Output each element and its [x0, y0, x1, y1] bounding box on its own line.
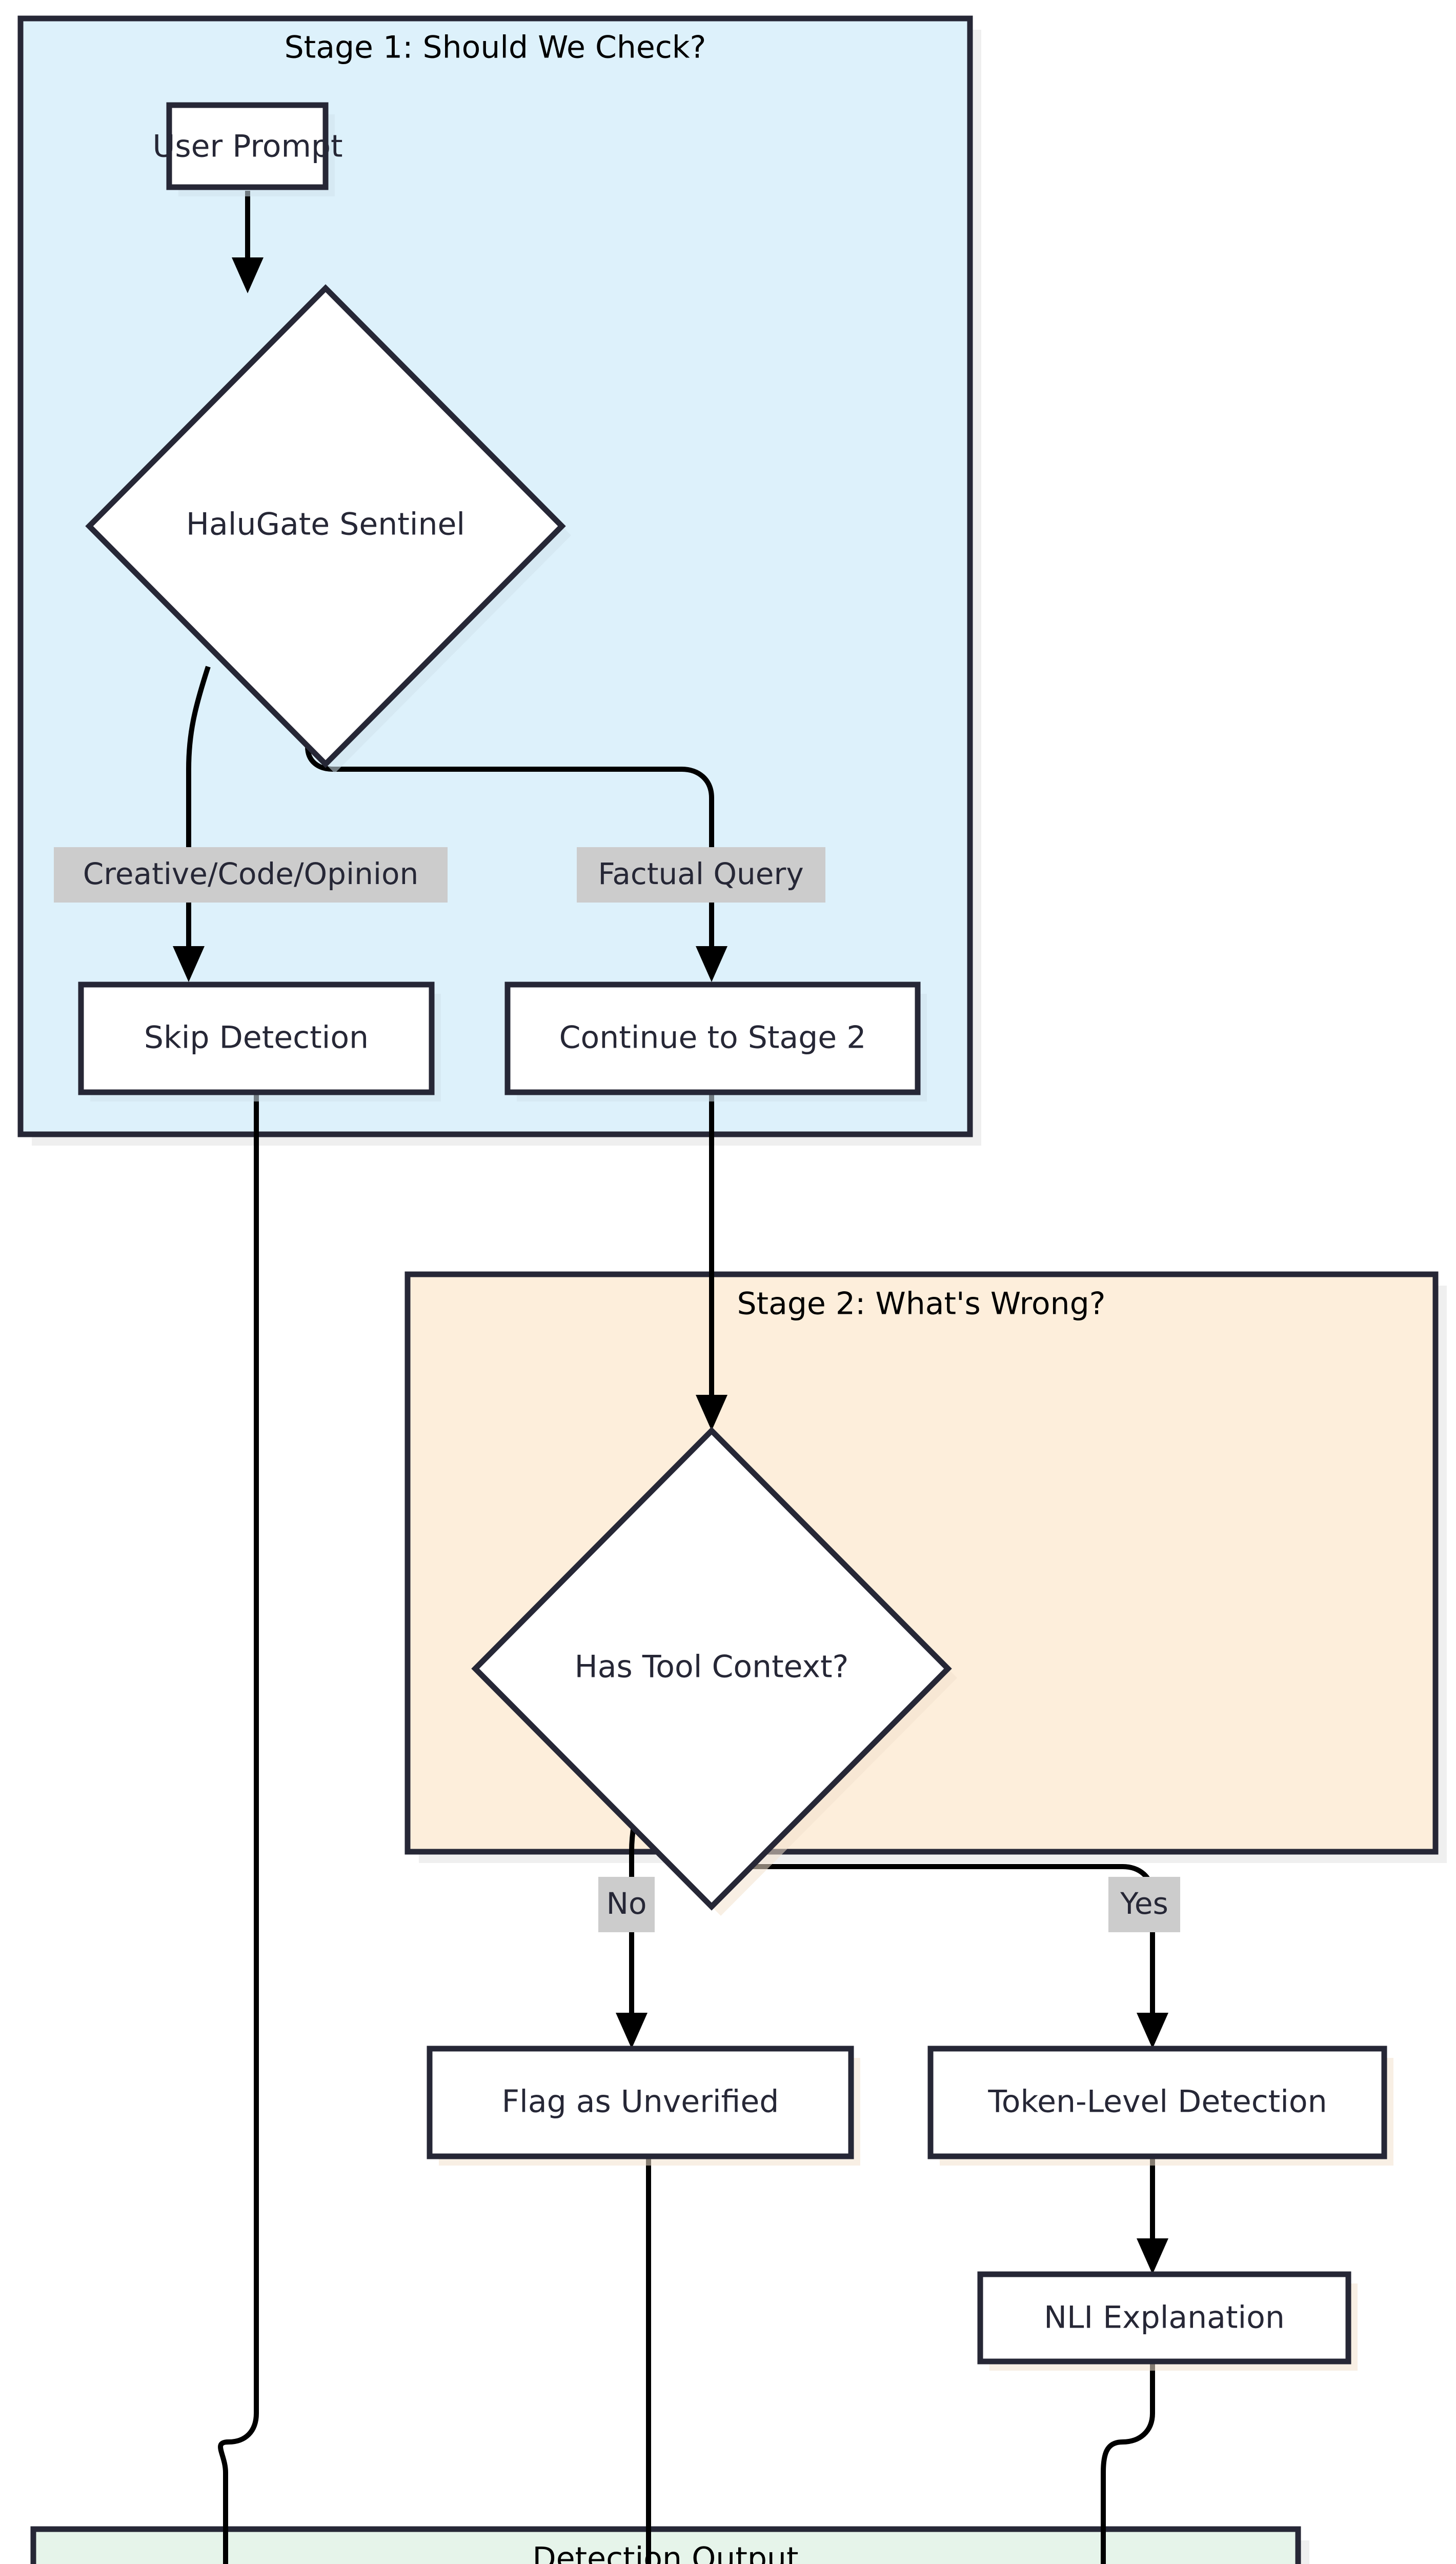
node-continue-to-stage2[interactable]: Continue to Stage 2 — [504, 981, 927, 1101]
edge-label-no-text: No — [606, 1886, 647, 1921]
node-has-tool-context[interactable]: Has Tool Context? — [471, 1427, 957, 1916]
edge-label-yes-bg — [1108, 1877, 1180, 1932]
edge-label-no-bg — [598, 1877, 655, 1932]
edge-label-yes-text: Yes — [1120, 1886, 1168, 1921]
edge-label-factual: Factual Query — [577, 847, 825, 903]
edge-label-no: No — [598, 1877, 655, 1932]
node-user-prompt-rect[interactable] — [166, 102, 329, 190]
edge-skip-to-pass — [218, 1092, 259, 2564]
node-skip-detection[interactable]: Skip Detection — [78, 981, 441, 1101]
edge-label-yes: Yes — [1108, 1877, 1180, 1932]
node-flag-as-unverified-label: Flag as Unverified — [502, 2084, 779, 2120]
node-nli-explanation-label: NLI Explanation — [1044, 2300, 1285, 2336]
edge-label-creative-bg — [54, 847, 448, 903]
node-flag-as-unverified-rect[interactable] — [427, 2046, 854, 2159]
stage1-cluster-title: Stage 1: Should We Check? — [285, 30, 706, 66]
node-halugate-sentinel-label: HaluGate Sentinel — [186, 507, 465, 543]
node-halugate-sentinel-diamond[interactable] — [85, 284, 566, 768]
output-cluster-rect — [30, 2526, 1301, 2564]
output-cluster-title: Detection Output — [533, 2541, 799, 2564]
node-skip-detection-rect[interactable] — [78, 981, 435, 1095]
edge-user-prompt-to-halugate — [232, 191, 264, 293]
edge-label-creative: Creative/Code/Opinion — [54, 847, 448, 903]
stage2-cluster-rect — [405, 1271, 1439, 1855]
edge-continue-to-has-tool — [696, 1092, 727, 1431]
edge-halugate-to-skip — [173, 666, 211, 982]
cluster-output: Detection Output — [30, 2526, 1301, 2564]
node-token-level-detection-label: Token-Level Detection — [987, 2084, 1327, 2120]
node-skip-detection-label: Skip Detection — [144, 1020, 369, 1056]
node-nli-explanation-rect[interactable] — [977, 2271, 1351, 2365]
edge-token-to-nli — [1137, 2159, 1168, 2274]
cluster-stage2: Stage 2: What's Wrong? — [405, 1271, 1439, 1855]
node-user-prompt-label: User Prompt — [152, 129, 342, 165]
node-token-level-detection-rect[interactable] — [927, 2046, 1387, 2159]
edge-label-factual-text: Factual Query — [598, 856, 803, 891]
node-has-tool-context-diamond[interactable] — [471, 1427, 952, 1911]
edge-flag-to-warning — [646, 2159, 651, 2564]
edge-label-factual-bg — [577, 847, 825, 903]
node-token-level-detection[interactable]: Token-Level Detection — [927, 2046, 1393, 2166]
node-halugate-sentinel[interactable]: HaluGate Sentinel — [85, 284, 571, 773]
node-continue-to-stage2-label: Continue to Stage 2 — [559, 1020, 866, 1056]
node-flag-as-unverified[interactable]: Flag as Unverified — [427, 2046, 860, 2166]
node-user-prompt[interactable]: User Prompt — [152, 102, 343, 196]
node-nli-explanation[interactable]: NLI Explanation — [977, 2271, 1358, 2371]
edge-nli-to-detailed — [1101, 2361, 1155, 2564]
stage2-cluster-title: Stage 2: What's Wrong? — [737, 1286, 1105, 1322]
edge-label-creative-text: Creative/Code/Opinion — [83, 856, 418, 891]
node-has-tool-context-label: Has Tool Context? — [575, 1649, 849, 1685]
node-continue-to-stage2-rect[interactable] — [504, 981, 921, 1095]
